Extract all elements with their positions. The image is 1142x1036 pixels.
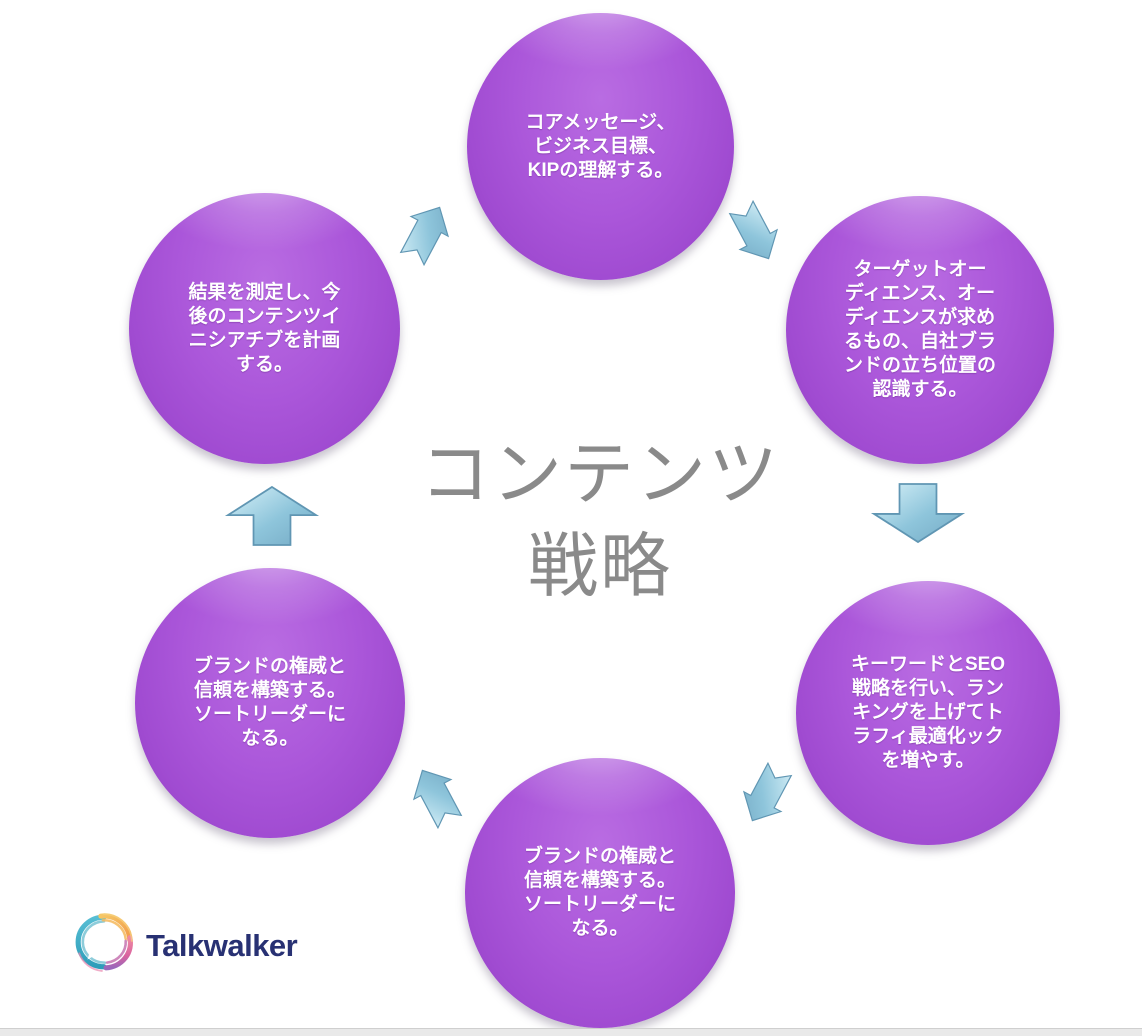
arrow-up-right-icon [394, 195, 458, 271]
arrow-up-left-icon [404, 759, 468, 833]
arrow-down-right-icon [724, 193, 786, 273]
cycle-step-top: コアメッセージ、 ビジネス目標、 KIPの理解する。 [467, 13, 734, 280]
cycle-title-line2: 戦略 [528, 527, 672, 605]
arrow-up-icon [224, 485, 320, 546]
step-text-understand-goals: コアメッセージ、 ビジネス目標、 KIPの理解する。 [525, 111, 676, 181]
cycle-title: コンテンツ 戦略 [370, 428, 830, 612]
talkwalker-logo: Talkwalker [72, 912, 298, 979]
cycle-step-top-right: ターゲットオー ディエンス、オー ディエンスが求め るもの、自社ブラ ンドの立ち… [786, 196, 1054, 464]
arrow-down-icon [870, 483, 966, 544]
step-text-build-authority: ブランドの権威と 信頼を構築する。 ソートリーダーに なる。 [523, 846, 676, 939]
step-text-build-authority-2: ブランドの権威と 信頼を構築する。 ソートリーダーに なる。 [193, 656, 346, 749]
step-text-measure-results: 結果を測定し、今 後のコンテンツイ ニシアチブを計画 する。 [188, 281, 341, 375]
cycle-step-right: キーワードとSEO 戦略を行い、ラン キングを上げてト ラフィ最適化ック を増や… [796, 581, 1060, 845]
brand-name: Talkwalker [146, 927, 298, 963]
step-text-keywords-seo: キーワードとSEO 戦略を行い、ラン キングを上げてト ラフィ最適化ック を増や… [850, 654, 1006, 771]
window-bottom-edge [0, 1028, 1142, 1036]
cycle-title-line1: コンテンツ [420, 435, 780, 513]
cycle-step-bottom-left: ブランドの権威と 信頼を構築する。 ソートリーダーに なる。 [135, 568, 405, 838]
step-text-know-audience: ターゲットオー ディエンス、オー ディエンスが求め るもの、自社ブラ ンドの立ち… [843, 259, 996, 400]
arrow-down-left-icon [728, 756, 804, 834]
talkwalker-swirl-icon [72, 912, 136, 979]
cycle-step-top-left: 結果を測定し、今 後のコンテンツイ ニシアチブを計画 する。 [129, 193, 400, 464]
cycle-step-bottom: ブランドの権威と 信頼を構築する。 ソートリーダーに なる。 [465, 758, 735, 1028]
